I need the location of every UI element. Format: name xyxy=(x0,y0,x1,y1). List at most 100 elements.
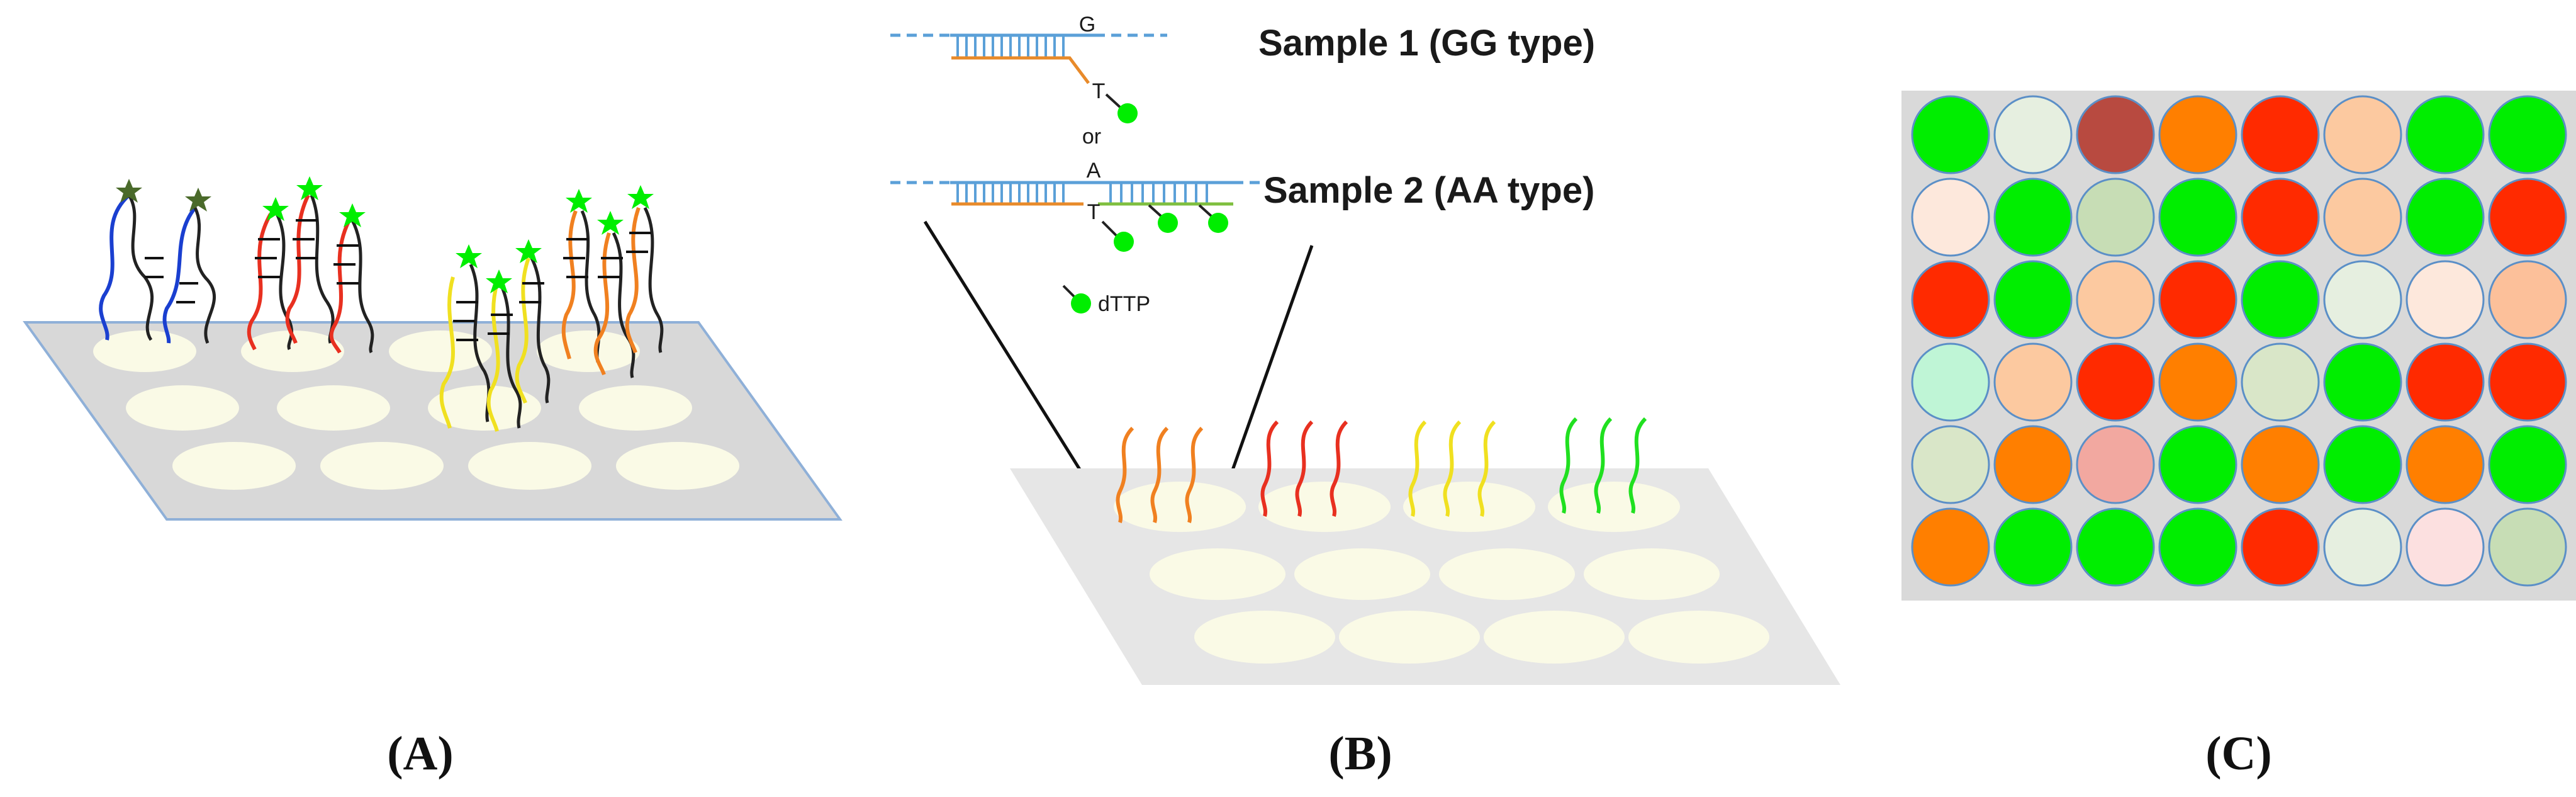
dark-strand xyxy=(275,213,294,351)
well xyxy=(2158,95,2237,174)
dark-strand xyxy=(643,206,664,353)
well xyxy=(1911,425,1990,504)
yellow-strand xyxy=(1477,420,1496,517)
yellow-strand xyxy=(1408,420,1427,517)
well xyxy=(2158,178,2237,257)
well xyxy=(2076,178,2155,257)
panel-a-rungs xyxy=(145,219,651,341)
spot xyxy=(241,331,344,372)
sample2-schematic: A T Sample 2 (AA type) xyxy=(890,159,1594,252)
well xyxy=(2405,260,2485,339)
orange-strand xyxy=(1116,426,1134,523)
well xyxy=(2323,95,2402,174)
spot xyxy=(616,442,739,490)
green-probe-star xyxy=(456,244,482,268)
dttp-legend: dTTP xyxy=(1062,285,1150,316)
panel-a-spots xyxy=(93,331,739,490)
dark-strand xyxy=(350,219,374,354)
well xyxy=(1911,95,1990,174)
dttp-dot xyxy=(1208,213,1228,233)
red-strand xyxy=(1330,420,1348,517)
nucleotide-tether xyxy=(1062,285,1077,300)
spot xyxy=(126,385,239,431)
well xyxy=(2241,95,2320,174)
green-strand xyxy=(1628,417,1647,514)
primer-strand xyxy=(951,56,1090,84)
well xyxy=(2158,260,2237,339)
orange-strand xyxy=(1185,426,1204,523)
sample1-rungs xyxy=(956,35,1065,58)
green-strand xyxy=(1559,417,1578,514)
red-strand xyxy=(1295,420,1314,517)
well xyxy=(2158,425,2237,504)
well-grid xyxy=(1911,95,2567,587)
base-a-label: A xyxy=(1087,159,1101,183)
red-strand xyxy=(285,194,310,344)
dark-strand xyxy=(310,195,335,344)
spot xyxy=(1258,482,1391,532)
nucleotide-tether xyxy=(1101,220,1119,238)
spot xyxy=(1439,548,1575,600)
well xyxy=(2405,95,2485,174)
well xyxy=(2241,425,2320,504)
spot xyxy=(320,442,444,490)
yellow-strand xyxy=(1443,420,1462,517)
blue-strand xyxy=(99,193,131,341)
well xyxy=(1911,507,1990,587)
spot xyxy=(1403,482,1535,532)
well xyxy=(1993,95,2073,174)
well xyxy=(2323,342,2402,422)
well xyxy=(1911,342,1990,422)
strands-red xyxy=(1260,420,1348,517)
well xyxy=(2488,342,2567,422)
probe-group-dark xyxy=(99,179,216,344)
well xyxy=(2405,425,2485,504)
spot xyxy=(1294,548,1430,600)
panel-b: G T Sample 1 (GG type) or xyxy=(890,13,1840,780)
base-t-label-2: T xyxy=(1087,200,1100,224)
well xyxy=(2076,425,2155,504)
probe-group-yellow xyxy=(439,239,551,432)
red-strand xyxy=(247,213,272,351)
well xyxy=(2076,342,2155,422)
dttp-dot xyxy=(1117,103,1138,123)
dark-strand xyxy=(127,194,154,341)
sample1-schematic: G T Sample 1 (GG type) xyxy=(890,13,1595,123)
spot xyxy=(1339,611,1480,664)
dark-strand xyxy=(193,206,216,344)
nucleotide-tether xyxy=(1198,204,1213,218)
well xyxy=(2241,507,2320,587)
yellow-strand xyxy=(439,276,455,429)
base-t-label: T xyxy=(1092,79,1106,103)
well xyxy=(1993,507,2073,587)
strands-orange xyxy=(1116,426,1204,523)
spot xyxy=(1548,482,1680,532)
well xyxy=(1993,425,2073,504)
panel-b-label: (B) xyxy=(1328,727,1392,780)
dark-strand xyxy=(530,257,551,404)
green-probe-star xyxy=(486,269,512,293)
well xyxy=(1911,178,1990,257)
spot xyxy=(537,331,640,372)
well xyxy=(2488,507,2567,587)
panel-c-label: (C) xyxy=(2205,727,2272,780)
sample1-label: Sample 1 (GG type) xyxy=(1258,23,1595,64)
panel-a: (A) xyxy=(23,176,843,780)
well xyxy=(2323,425,2402,504)
well xyxy=(1993,342,2073,422)
spot xyxy=(428,385,541,431)
well xyxy=(2488,425,2567,504)
yellow-strand xyxy=(515,257,530,404)
well xyxy=(1993,178,2073,257)
well xyxy=(2488,178,2567,257)
dark-probe-star xyxy=(116,179,142,203)
nucleotide-tether xyxy=(1148,204,1163,218)
red-strand xyxy=(329,219,351,354)
orange-strand xyxy=(593,232,611,376)
panel-b-spots xyxy=(1114,482,1769,664)
spot xyxy=(1114,482,1246,532)
or-label: or xyxy=(1082,125,1101,149)
green-probe-star xyxy=(296,176,323,200)
green-strand xyxy=(1594,417,1613,514)
